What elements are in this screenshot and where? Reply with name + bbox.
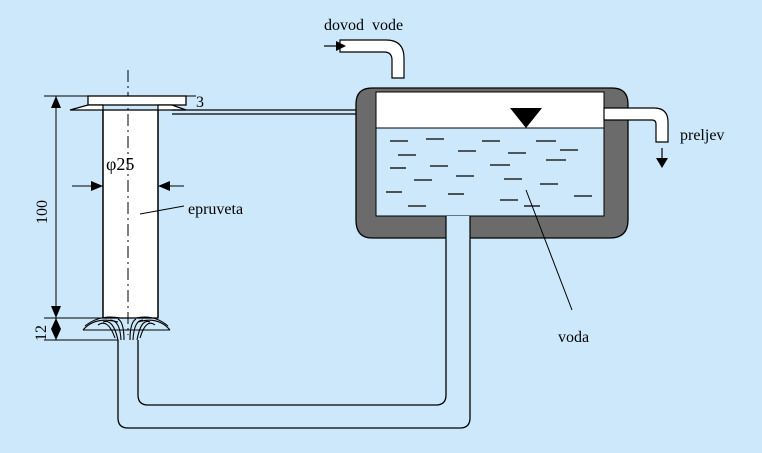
- tube-leader: [139, 205, 185, 215]
- label-tube: epruveta: [188, 201, 243, 218]
- label-diameter: φ25: [106, 154, 134, 174]
- inlet-pipe: [324, 39, 405, 79]
- length-dimension: [44, 95, 118, 341]
- water-dashes: [386, 138, 592, 207]
- label-dim-flange: 3: [196, 94, 204, 111]
- diameter-dimension: [72, 181, 184, 191]
- tube-flange: [69, 95, 187, 111]
- tube-bell-mouth: [82, 316, 171, 341]
- length-arrow-top: [51, 96, 61, 108]
- bottom-arrow-bottom: [51, 329, 61, 340]
- length-arrow-bottom: [51, 306, 61, 318]
- label-water: voda: [558, 329, 589, 346]
- test-tube: [102, 109, 159, 319]
- label-overflow: preljev: [680, 127, 724, 144]
- overflow-pipe: [603, 107, 669, 168]
- water-tank: [355, 87, 629, 240]
- bottom-arrow-top: [51, 318, 61, 329]
- label-dim-length: 100: [34, 200, 51, 224]
- connecting-pipe: [117, 240, 471, 429]
- label-dim-bottom: 12: [33, 325, 50, 341]
- water-level-marker: [510, 108, 542, 128]
- water-leader: [525, 189, 573, 311]
- label-inlet: dovod vode: [324, 17, 403, 34]
